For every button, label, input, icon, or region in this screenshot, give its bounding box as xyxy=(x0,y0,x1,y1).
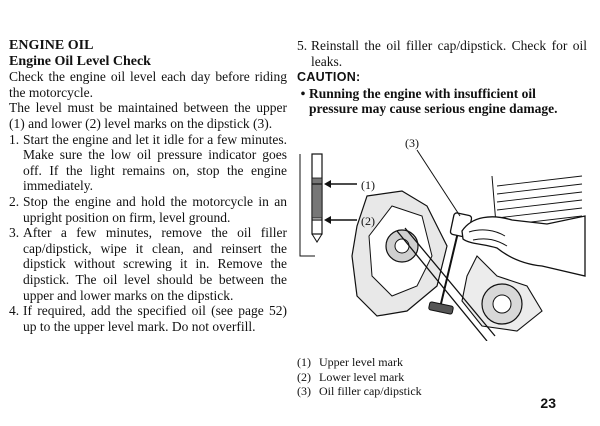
legend-number: (1) xyxy=(297,355,311,369)
left-column: ENGINE OIL Engine Oil Level Check Check … xyxy=(9,38,287,334)
legend-text: Lower level mark xyxy=(319,369,405,384)
callout-upper-mark: (1) xyxy=(361,178,375,192)
legend-text: Upper level mark xyxy=(319,355,403,369)
legend-text: Oil filler cap/dipstick xyxy=(319,384,422,398)
intro-paragraph-2: The level must be maintained between the… xyxy=(9,100,287,131)
intro-paragraph-1: Check the engine oil level each day befo… xyxy=(9,69,287,100)
step-item: 1. Start the engine and let it idle for … xyxy=(9,132,287,194)
step-number: 1. xyxy=(9,131,20,147)
legend-item: (3) Oil filler cap/dipstick xyxy=(297,384,557,399)
step-item: 2. Stop the engine and hold the motorcyc… xyxy=(9,194,287,225)
legend-item: (1) Upper level mark xyxy=(297,355,557,370)
step-text: Stop the engine and hold the motorcycle … xyxy=(23,193,287,225)
step-number: 5. xyxy=(297,38,308,53)
figure-legend: (1) Upper level mark (2) Lower level mar… xyxy=(297,355,557,399)
page-number: 23 xyxy=(540,395,556,411)
step-number: 2. xyxy=(9,193,20,209)
step-text: Reinstall the oil filler cap/dipstick. C… xyxy=(311,38,587,69)
caution-bullet: • xyxy=(300,85,306,101)
legend-number: (3) xyxy=(297,384,311,398)
callout-lower-mark: (2) xyxy=(361,214,375,228)
step-text: Start the engine and let it idle for a f… xyxy=(23,131,287,194)
step-number: 4. xyxy=(9,303,20,319)
step-item: 5. Reinstall the oil filler cap/dipstick… xyxy=(297,38,587,69)
caution-label: CAUTION: xyxy=(297,70,361,85)
caution-item: • Running the engine with insufficient o… xyxy=(297,86,587,117)
step-item: 4. If required, add the specified oil (s… xyxy=(9,303,287,334)
step-item: 3. After a few minutes, remove the oil f… xyxy=(9,225,287,303)
callout-dipstick: (3) xyxy=(405,136,419,150)
step-text: If required, add the specified oil (see … xyxy=(23,303,287,334)
steps-list: 1. Start the engine and let it idle for … xyxy=(9,132,287,335)
caution-text: Running the engine with insufficient oil… xyxy=(309,85,558,117)
section-title: ENGINE OIL xyxy=(9,38,94,53)
step-text: After a few minutes, remove the oil fill… xyxy=(23,225,287,303)
subsection-title: Engine Oil Level Check xyxy=(9,53,151,69)
engine-dipstick-drawing xyxy=(299,149,586,342)
dipstick-illustration: (1) (2) (3) xyxy=(297,136,587,342)
legend-item: (2) Lower level mark xyxy=(297,370,557,385)
legend-number: (2) xyxy=(297,369,311,384)
right-column: 5. Reinstall the oil filler cap/dipstick… xyxy=(297,38,587,117)
step-number: 3. xyxy=(9,225,20,241)
